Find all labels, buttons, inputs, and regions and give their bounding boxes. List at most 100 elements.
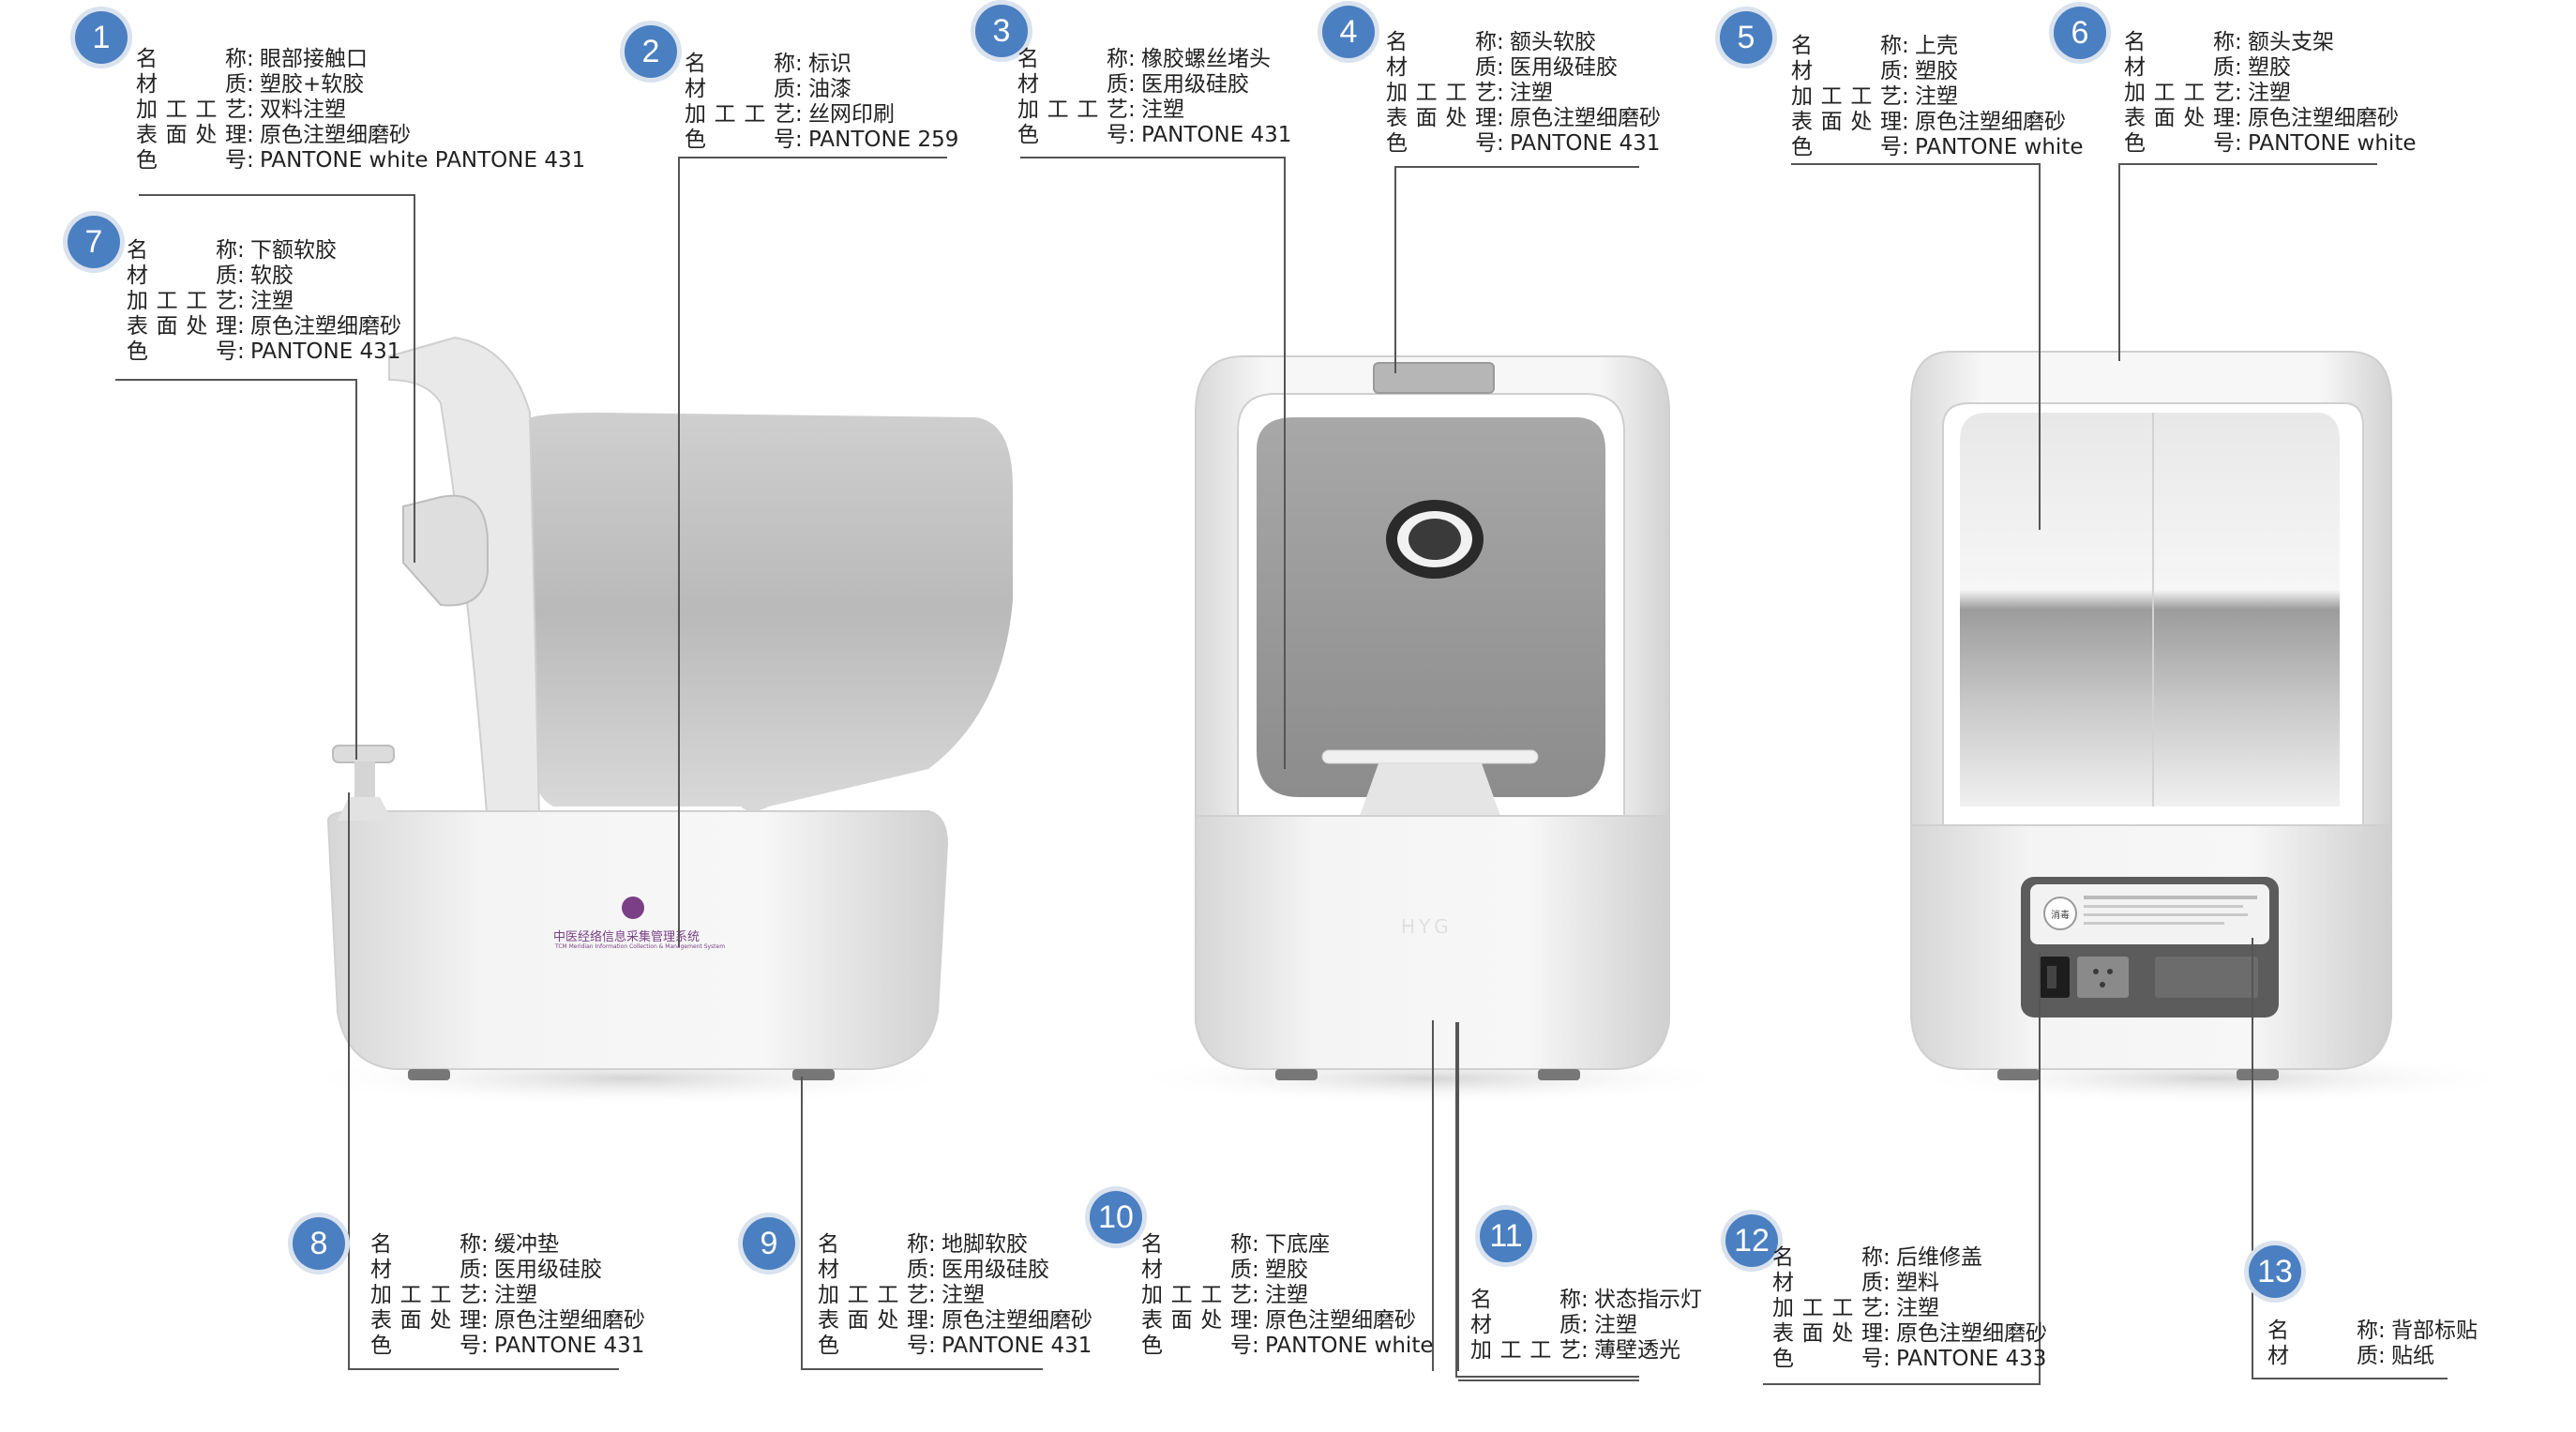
spec-colon: : xyxy=(1497,55,1504,80)
leader-line-8 xyxy=(348,792,619,1370)
leader-line-7 xyxy=(115,379,357,760)
spec-row-process: 加工工艺:注塑 xyxy=(1017,98,1291,123)
spec-field-label: 名称 xyxy=(2124,30,2235,54)
spec-field-label: 材质 xyxy=(370,1258,481,1282)
spec-row-color: 色号:PANTONE 431 xyxy=(127,339,401,365)
spec-field-value: 塑胶 xyxy=(1915,59,1958,83)
spec-field-value: 原色注塑细磨砂 xyxy=(260,123,411,147)
callout-spec-4: 名称:额头软胶材质:医用级硅胶加工工艺:注塑表面处理:原色注塑细磨砂色号:PAN… xyxy=(1386,30,1661,157)
callout-badge-2: 2 xyxy=(625,25,677,78)
spec-field-label: 表面处理 xyxy=(1791,110,1902,134)
spec-field-value: PANTONE 259 xyxy=(808,128,959,152)
spec-row-material: 材质:医用级硅胶 xyxy=(1017,72,1291,98)
spec-field-value: 背部标贴 xyxy=(2391,1319,2478,1343)
spec-colon: : xyxy=(247,148,254,173)
spec-field-label: 名称 xyxy=(1141,1232,1252,1257)
spec-row-color: 色号:PANTONE 431 xyxy=(818,1334,1092,1359)
spec-row-color: 色号:PANTONE white xyxy=(2124,131,2417,157)
spec-field-value: 塑胶+软胶 xyxy=(260,72,365,97)
spec-field-label: 表面处理 xyxy=(1386,106,1497,130)
spec-row-process: 加工工艺:薄壁透光 xyxy=(1470,1338,1702,1364)
spec-field-label: 表面处理 xyxy=(818,1308,928,1333)
spec-colon: : xyxy=(247,123,254,147)
spec-field-label: 色号 xyxy=(818,1334,928,1358)
spec-field-label: 名称 xyxy=(1386,30,1497,54)
spec-field-value: 状态指示灯 xyxy=(1594,1288,1702,1312)
spec-colon: : xyxy=(237,264,245,288)
leader-line-5 xyxy=(1791,163,2041,530)
spec-field-value: PANTONE white xyxy=(1915,135,2084,159)
leader-line-2 xyxy=(678,157,947,947)
spec-field-value: 薄壁透光 xyxy=(1594,1338,1680,1363)
spec-colon: : xyxy=(2378,1319,2386,1343)
spec-field-value: 贴纸 xyxy=(2391,1344,2434,1368)
spec-field-value: 注塑 xyxy=(1915,84,1958,109)
callout-badge-5: 5 xyxy=(1720,11,1772,64)
spec-field-value: 注塑 xyxy=(494,1283,537,1307)
leader-line-9 xyxy=(801,1077,1043,1370)
spec-row-material: 材质:塑胶 xyxy=(1141,1258,1434,1283)
spec-field-value: 原色注塑细磨砂 xyxy=(1915,110,2066,134)
spec-row-material: 材质:软胶 xyxy=(127,264,401,289)
spec-field-label: 色号 xyxy=(136,148,247,173)
spec-field-label: 色号 xyxy=(685,128,795,152)
rear-view xyxy=(1904,351,2523,1105)
spec-field-value: 下底座 xyxy=(1265,1232,1330,1257)
spec-colon: : xyxy=(2235,30,2242,54)
spec-row-process: 加工工艺:注塑 xyxy=(370,1283,645,1308)
callout-spec-13: 名称:背部标贴材质:贴纸 xyxy=(2267,1319,2478,1369)
spec-field-value: PANTONE 431 xyxy=(1510,131,1661,156)
callout-badge-4: 4 xyxy=(1322,6,1375,58)
callout-spec-9: 名称:地脚软胶材质:医用级硅胶加工工艺:注塑表面处理:原色注塑细磨砂色号:PAN… xyxy=(818,1232,1092,1359)
spec-field-value: 医用级硅胶 xyxy=(1510,55,1618,80)
spec-colon: : xyxy=(237,289,245,313)
spec-row-name: 名称:后维修盖 xyxy=(1772,1245,2047,1271)
spec-field-value: 塑胶 xyxy=(1265,1258,1308,1282)
spec-field-value: PANTONE 433 xyxy=(1896,1347,2047,1371)
spec-colon: : xyxy=(795,77,803,101)
spec-row-name: 名称:额头支架 xyxy=(2124,30,2417,55)
spec-row-finish: 表面处理:原色注塑细磨砂 xyxy=(818,1308,1092,1334)
spec-row-color: 色号:PANTONE 433 xyxy=(1772,1347,2047,1372)
callout-badge-8: 8 xyxy=(293,1217,345,1270)
callout-spec-6: 名称:额头支架材质:塑胶加工工艺:注塑表面处理:原色注塑细磨砂色号:PANTON… xyxy=(2124,30,2417,157)
spec-field-label: 加工工艺 xyxy=(1791,84,1902,109)
spec-row-process: 加工工艺:注塑 xyxy=(1791,84,2084,110)
spec-field-value: 原色注塑细磨砂 xyxy=(1896,1321,2047,1346)
spec-colon: : xyxy=(481,1258,489,1282)
spec-field-value: 原色注塑细磨砂 xyxy=(2248,106,2399,130)
spec-field-label: 加工工艺 xyxy=(127,289,237,313)
spec-colon: : xyxy=(1128,98,1136,122)
spec-row-material: 材质:医用级硅胶 xyxy=(370,1258,645,1283)
spec-field-value: PANTONE white xyxy=(2248,131,2417,156)
spec-field-label: 表面处理 xyxy=(1772,1321,1883,1346)
spec-colon: : xyxy=(2235,55,2242,80)
spec-field-label: 色号 xyxy=(1141,1334,1252,1358)
spec-colon: : xyxy=(1252,1258,1259,1282)
spec-row-name: 名称:上壳 xyxy=(1791,34,2084,59)
spec-field-label: 色号 xyxy=(2124,131,2235,156)
spec-row-finish: 表面处理:原色注塑细磨砂 xyxy=(127,314,401,339)
spec-field-value: PANTONE 431 xyxy=(1141,123,1292,147)
spec-colon: : xyxy=(1883,1296,1891,1320)
side-logo-cn: 中医经络信息采集管理系统 xyxy=(553,930,700,944)
spec-colon: : xyxy=(1883,1347,1891,1371)
spec-field-value: 注塑 xyxy=(942,1283,985,1307)
spec-colon: : xyxy=(1883,1271,1891,1295)
side-logo-en: TCM Meridian Information Collection & Ma… xyxy=(555,943,726,950)
spec-colon: : xyxy=(2235,106,2242,130)
spec-row-name: 名称:下额软胶 xyxy=(127,238,401,264)
spec-colon: : xyxy=(928,1308,936,1333)
spec-row-name: 名称:缓冲垫 xyxy=(370,1232,645,1258)
spec-colon: : xyxy=(1902,110,1909,134)
spec-row-material: 材质:塑胶+软胶 xyxy=(136,72,585,98)
callout-badge-6: 6 xyxy=(2054,7,2106,59)
callout-badge-13: 13 xyxy=(2249,1245,2301,1298)
spec-colon: : xyxy=(928,1258,936,1282)
spec-row-name: 名称:地脚软胶 xyxy=(818,1232,1092,1258)
spec-field-value: 原色注塑细磨砂 xyxy=(1265,1308,1416,1333)
spec-colon: : xyxy=(1902,34,1909,58)
callout-spec-3: 名称:橡胶螺丝堵头材质:医用级硅胶加工工艺:注塑色号:PANTONE 431 xyxy=(1017,47,1291,148)
